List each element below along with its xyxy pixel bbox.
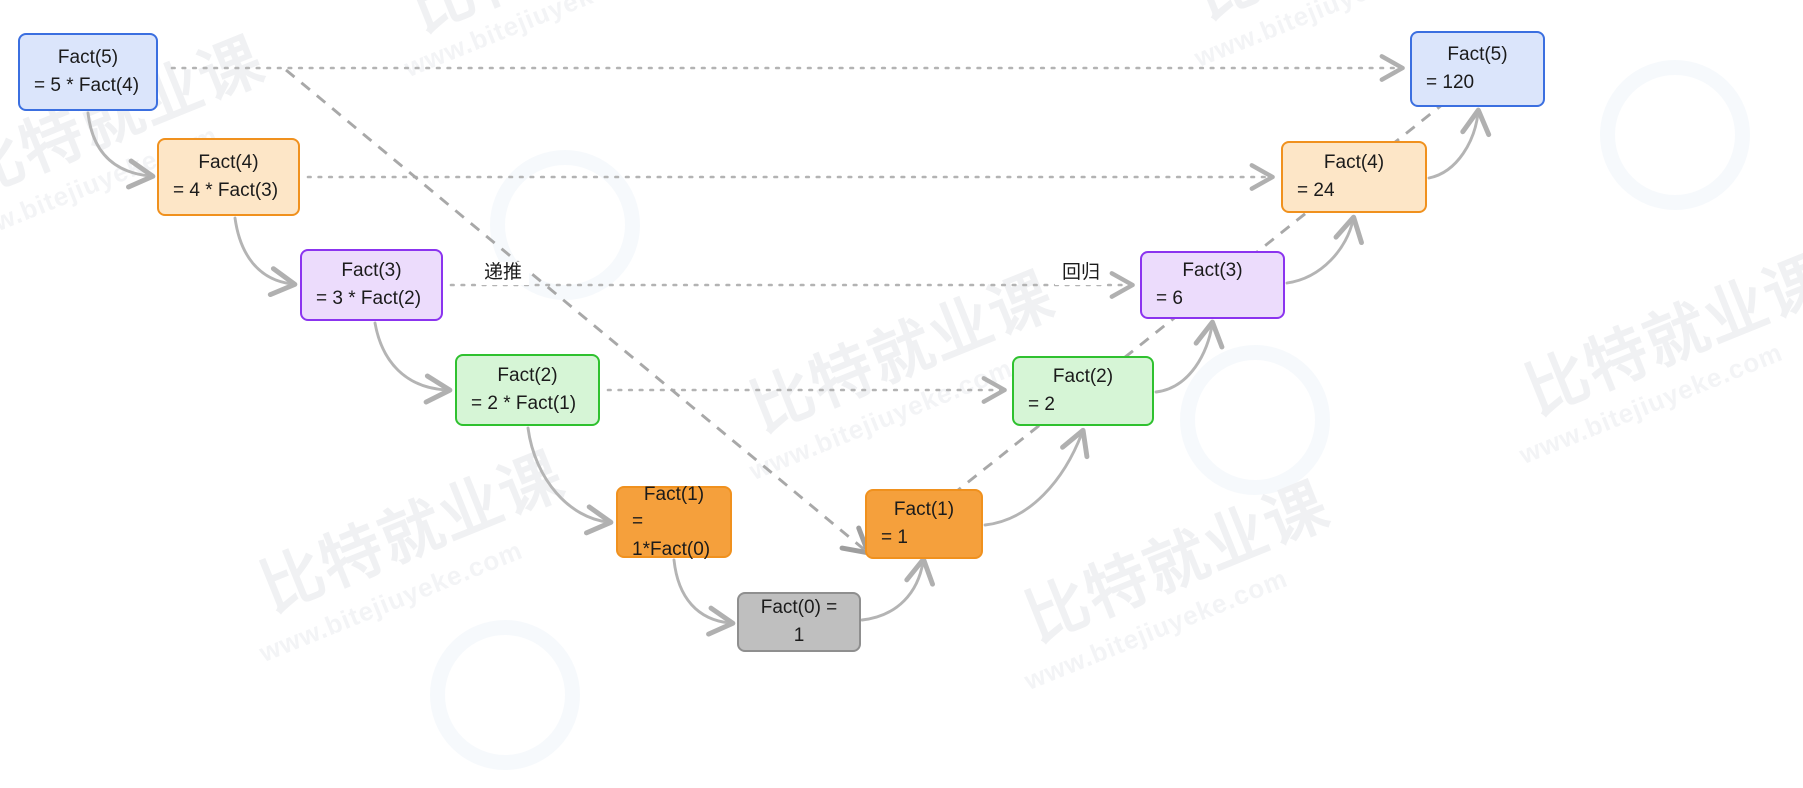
node-line1: Fact(2) — [497, 365, 558, 387]
node-base-fact0[interactable]: Fact(0) = 1 — [737, 592, 861, 652]
node-line2: = 6 — [1156, 288, 1183, 309]
arrow-d5-to-d4 — [86, 111, 156, 190]
node-line2: = 2 * Fact(1) — [471, 393, 577, 414]
node-line1: Fact(2) — [1052, 366, 1114, 388]
node-descent-fact3[interactable]: Fact(3) = 3 * Fact(2) — [300, 249, 443, 321]
node-ascent-fact5[interactable]: Fact(5) = 120 — [1410, 31, 1545, 107]
forward-recursion-arrow — [285, 68, 871, 556]
phase-diagonal-arrows — [285, 60, 1497, 559]
node-line2: = 1*Fact(0) — [632, 511, 711, 560]
node-descent-fact1[interactable]: Fact(1) = 1*Fact(0) — [616, 484, 732, 560]
step-curved-arrows — [86, 107, 1492, 637]
node-line2: = 2 — [1028, 394, 1055, 415]
node-line1: Fact(4) — [198, 152, 259, 174]
node-ascent-fact3[interactable]: Fact(3) = 6 — [1140, 251, 1285, 319]
node-line2: = 4 * Fact(3) — [173, 180, 279, 201]
level-dotted-lines — [170, 54, 1405, 404]
node-ascent-fact1[interactable]: Fact(1) = 1 — [865, 489, 983, 559]
node-line2: = 5 * Fact(4) — [34, 75, 140, 96]
node-line1: Fact(3) — [1182, 260, 1243, 282]
arrow-d4-to-d3 — [233, 216, 298, 298]
arrow-b0-to-a1 — [860, 556, 935, 622]
node-descent-fact4[interactable]: Fact(4) = 4 * Fact(3) — [157, 138, 300, 216]
node-line2: = 1 — [881, 527, 908, 548]
node-line1: Fact(5) — [1447, 44, 1508, 66]
node-line2: = 120 — [1426, 72, 1475, 93]
node-descent-fact5[interactable]: Fact(5) = 5 * Fact(4) — [18, 33, 158, 111]
phase-label-forward: 递推 — [477, 262, 530, 285]
node-line1: Fact(1) — [643, 483, 705, 505]
arrow-a4-to-a5 — [1427, 107, 1492, 180]
node-line1: Fact(5) — [57, 47, 119, 69]
node-line2: = 3 * Fact(2) — [316, 288, 422, 309]
node-ascent-fact2[interactable]: Fact(2) = 2 — [1012, 356, 1154, 426]
phase-label-backward: 回归 — [1055, 262, 1108, 285]
arrow-d2-to-d1 — [526, 426, 614, 536]
node-line1: Fact(1) — [893, 499, 955, 521]
node-line1: Fact(4) — [1323, 152, 1385, 174]
arrow-a1-to-a2 — [983, 427, 1090, 527]
arrow-a2-to-a3 — [1154, 319, 1225, 394]
node-descent-fact2[interactable]: Fact(2) = 2 * Fact(1) — [455, 354, 600, 426]
node-line1: Fact(0) = 1 — [760, 597, 838, 646]
node-line1: Fact(3) — [341, 260, 402, 282]
arrow-d1-to-b0 — [672, 558, 736, 637]
arrow-a3-to-a4 — [1285, 214, 1364, 285]
arrow-d3-to-d2 — [373, 321, 453, 405]
node-ascent-fact4[interactable]: Fact(4) = 24 — [1281, 141, 1427, 213]
node-line2: = 24 — [1297, 180, 1335, 201]
